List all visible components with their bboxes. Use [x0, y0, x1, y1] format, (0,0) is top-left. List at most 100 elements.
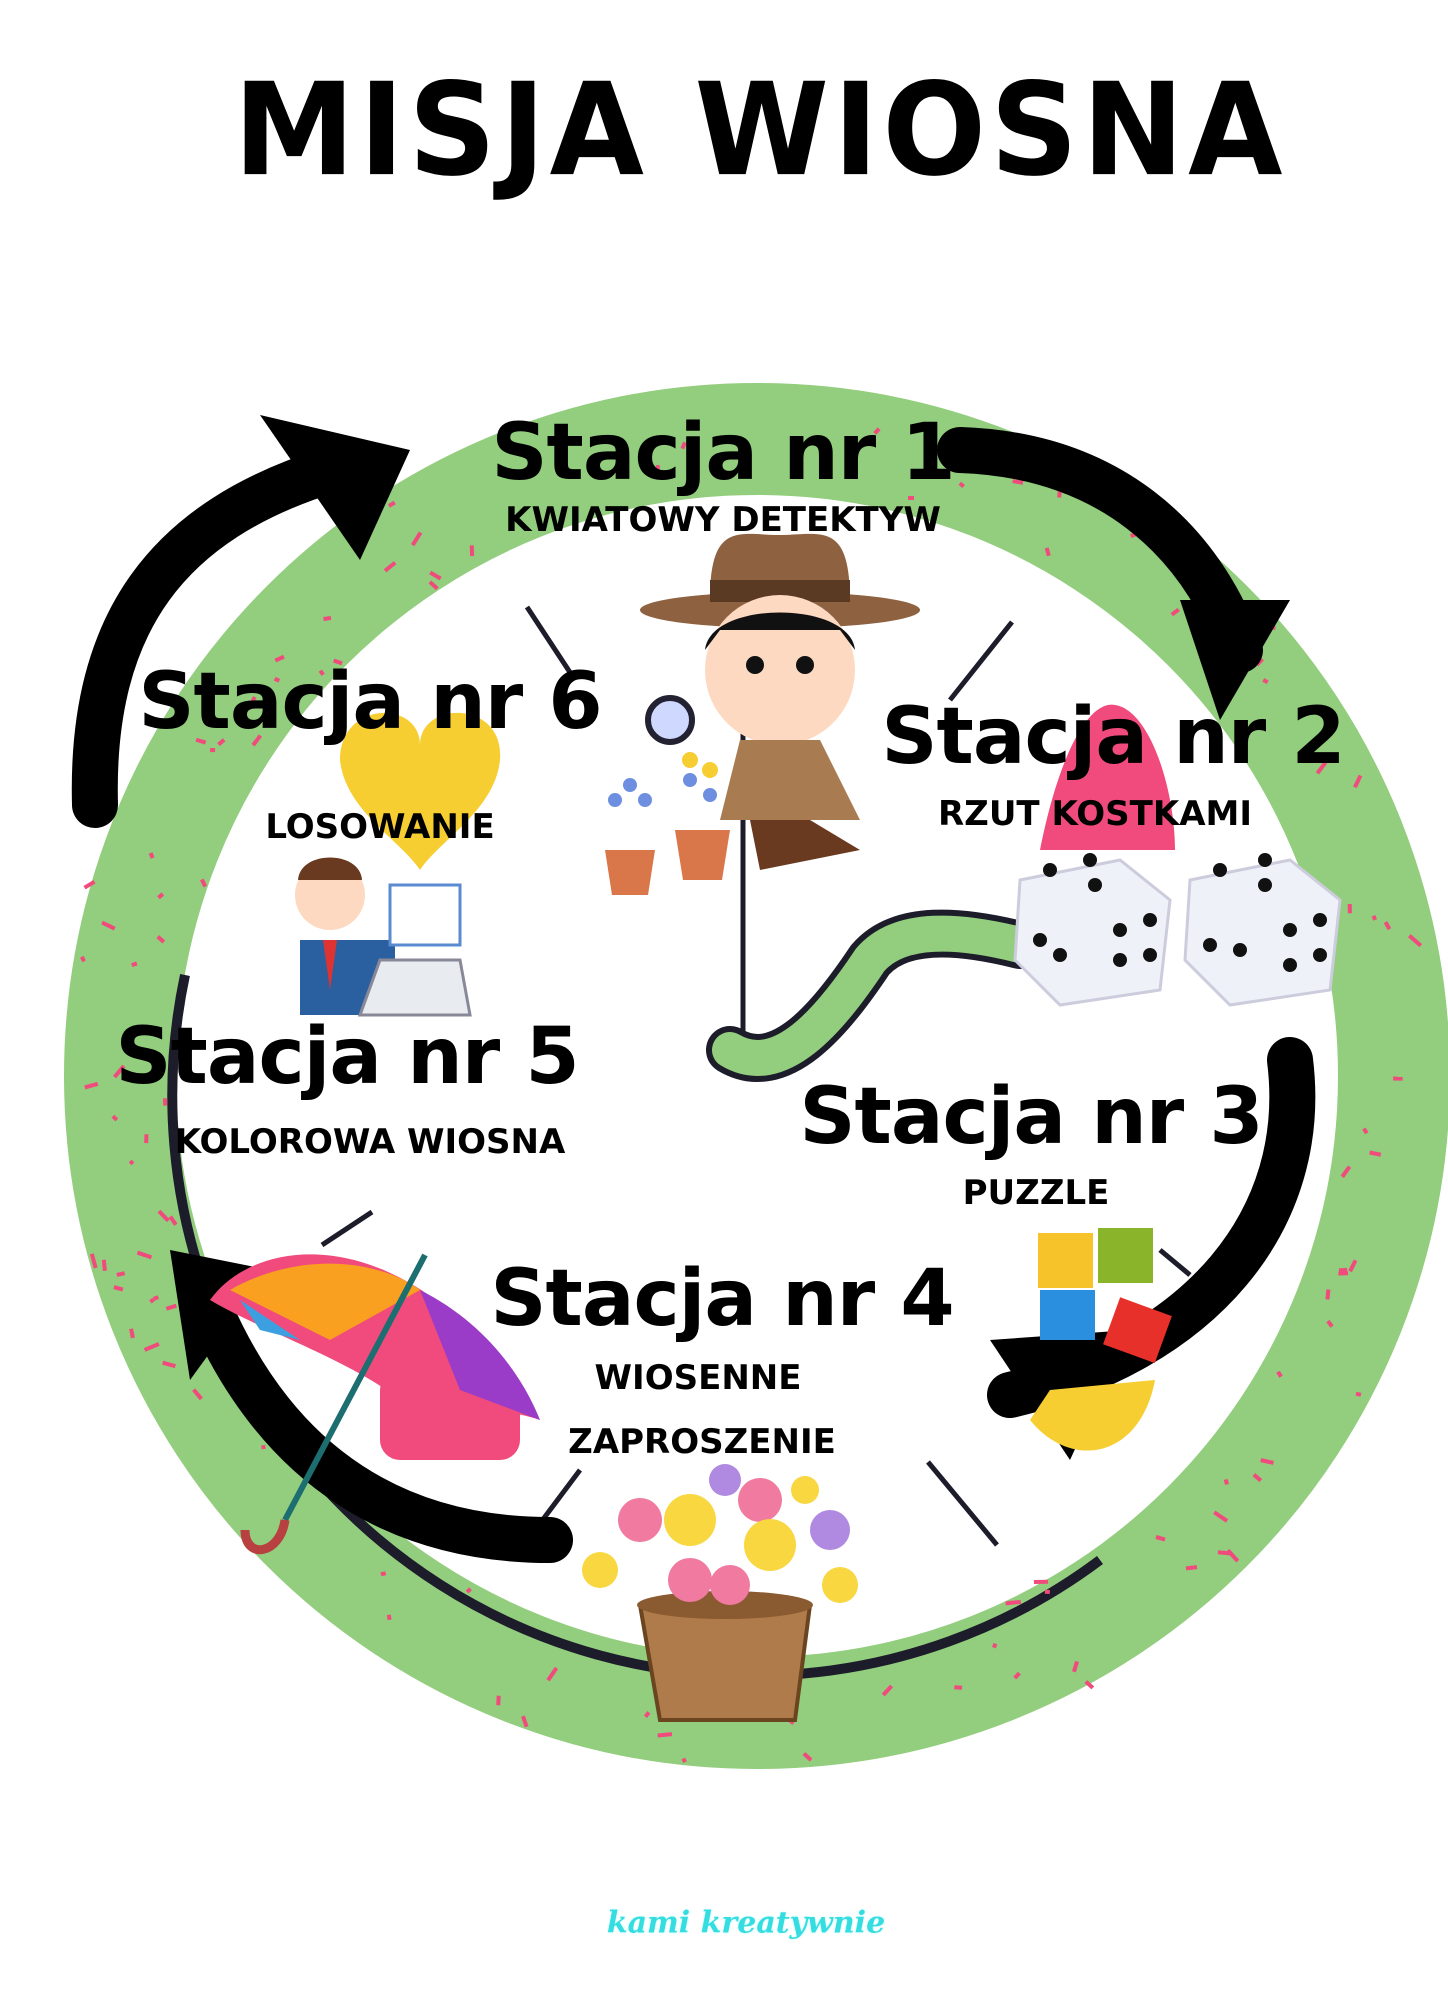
confetti-dash	[80, 955, 86, 963]
confetti-dash	[1170, 607, 1180, 617]
confetti-dash	[469, 545, 475, 557]
confetti-dash	[1252, 1473, 1263, 1483]
station-6-subtitle: LOSOWANIE	[265, 807, 495, 847]
confetti-dash	[274, 654, 285, 663]
confetti-dash	[83, 880, 96, 890]
confetti-dash	[1369, 1150, 1382, 1157]
confetti-dash	[1355, 1391, 1362, 1397]
station-2-subtitle: RZUT KOSTKAMI	[937, 794, 1253, 834]
confetti-dash	[162, 1098, 168, 1106]
confetti-dash	[89, 1253, 98, 1269]
confetti-dash	[1044, 1589, 1050, 1595]
confetti-dash	[1012, 479, 1024, 485]
station-3-label: Stacja nr 3	[799, 1072, 1263, 1162]
confetti-dash	[116, 1271, 126, 1277]
confetti-dash	[1013, 1671, 1021, 1680]
slide	[712, 915, 1038, 1076]
page-title: MISJA WIOSNA	[233, 55, 1287, 205]
inner-arc	[167, 973, 1103, 1681]
dice-icon	[1013, 853, 1342, 1007]
confetti-dash	[873, 427, 881, 435]
confetti-dash	[657, 1732, 673, 1738]
yellow-shape	[1030, 1380, 1155, 1451]
confetti-dash	[192, 1388, 203, 1401]
confetti-dash	[261, 1444, 266, 1450]
flower-basket-icon	[582, 1464, 858, 1722]
confetti-dash	[1383, 921, 1392, 931]
station-4-subtitle-line2: ZAPROSZENIE	[568, 1422, 836, 1462]
confetti-dash	[101, 1259, 107, 1272]
confetti-dash	[1408, 934, 1423, 948]
confetti-dash	[465, 1587, 472, 1594]
station-5-subtitle: KOLOROWA WIOSNA	[174, 1122, 566, 1162]
confetti-dash	[1260, 1458, 1274, 1465]
confetti-dash	[954, 1685, 963, 1690]
confetti-dash	[1084, 1680, 1095, 1690]
confetti-dash	[380, 1571, 387, 1577]
confetti-dash	[157, 892, 165, 900]
confetti-dash	[655, 465, 660, 470]
confetti-dash	[546, 1666, 559, 1682]
confetti-dash	[1155, 1534, 1166, 1542]
confetti-dash	[958, 481, 965, 489]
confetti-dash	[386, 1614, 392, 1621]
pink-shape	[1040, 704, 1175, 850]
confetti-dash	[881, 1684, 894, 1697]
potted-flowers-icon	[605, 752, 730, 895]
confetti-dash	[1338, 1267, 1348, 1273]
confetti-dash	[1005, 1599, 1021, 1606]
confetti-dash	[165, 1303, 177, 1311]
confetti-dash	[113, 1285, 124, 1292]
confetti-dash	[101, 920, 116, 931]
confetti-dash	[323, 615, 332, 622]
confetti-dash	[131, 961, 138, 968]
confetti-dash	[802, 1752, 813, 1762]
confetti-dash	[200, 878, 208, 888]
confetti-dash	[1223, 1478, 1229, 1485]
station-2-label: Stacja nr 2	[881, 692, 1345, 782]
confused-man-icon	[295, 857, 472, 1017]
confetti-dash	[168, 1215, 178, 1226]
confetti-dash	[1185, 1565, 1198, 1571]
confetti-dash	[618, 437, 626, 447]
confetti-dash	[152, 1295, 160, 1301]
confetti-dash	[251, 734, 263, 747]
confetti-dash	[1213, 1510, 1229, 1523]
confetti-dash	[162, 1360, 176, 1369]
confetti-dash	[84, 1081, 99, 1090]
detective-icon	[640, 533, 920, 870]
confetti-dash	[410, 531, 423, 547]
confetti-dash	[129, 1328, 135, 1339]
confetti-dash	[1315, 761, 1328, 775]
confetti-dash	[1262, 678, 1269, 685]
confetti-dash	[496, 1695, 501, 1706]
umbrella-icon	[210, 1253, 540, 1555]
station-4-subtitle-line1: WIOSENNE	[594, 1358, 802, 1398]
confetti-dash	[1347, 903, 1352, 914]
confetti-dash	[1326, 1319, 1334, 1328]
confetti-dash	[1217, 1550, 1233, 1556]
confetti-dash	[387, 500, 396, 508]
confetti-dash	[273, 676, 281, 683]
puzzle-icon	[1038, 1228, 1172, 1364]
confetti-dash	[908, 496, 915, 501]
confetti-dash	[143, 1342, 160, 1352]
confetti-dash	[1325, 1289, 1331, 1300]
confetti-dash	[1348, 1259, 1358, 1273]
station-3-subtitle: PUZZLE	[962, 1173, 1110, 1213]
arrowheads	[170, 415, 1290, 1460]
confetti-dash	[1072, 1660, 1079, 1673]
confetti-dash	[429, 570, 442, 581]
confetti-dash	[1340, 1165, 1352, 1178]
confetti-dash	[156, 935, 166, 944]
confetti-dash	[209, 748, 216, 753]
confetti-dash	[1353, 774, 1363, 789]
confetti-dash	[1044, 547, 1051, 557]
confetti-dash	[1276, 1370, 1283, 1378]
heart-shape	[340, 712, 501, 870]
station-6-label: Stacja nr 6	[138, 657, 602, 747]
confetti-dash	[246, 696, 257, 710]
confetti-dash	[217, 738, 226, 747]
confetti-dash	[113, 1064, 126, 1079]
confetti-dash	[681, 1757, 687, 1764]
